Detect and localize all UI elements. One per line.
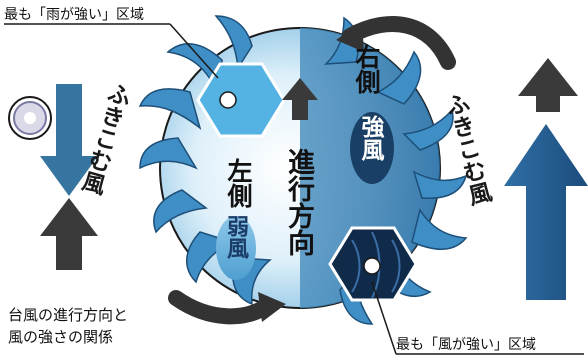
curved-arrows	[168, 16, 456, 325]
wind-zone-hexagon	[328, 226, 418, 302]
direction-arrow	[282, 78, 318, 120]
left-side-label: 左側	[224, 158, 253, 208]
weak-wind-oval	[216, 216, 256, 280]
caption-line-2: 風の強さの関係	[8, 328, 114, 346]
strong-wind-oval	[350, 112, 394, 184]
wind-callout-leader	[371, 281, 397, 355]
rain-callout-leader	[169, 23, 219, 79]
diagram-caption: 台風の進行方向と 風の強さの関係	[8, 304, 178, 348]
rain-zone-callout: 最も「雨が強い」区域	[4, 7, 144, 23]
caption-line-1: 台風の進行方向と	[8, 306, 129, 324]
right-arrow-pair	[504, 58, 588, 300]
right-side-label: 右側	[352, 44, 381, 94]
satellite-icon	[8, 96, 52, 140]
wind-zone-callout: 最も「風が強い」区域	[396, 337, 536, 353]
left-arrow-pair	[8, 84, 98, 270]
weak-wind-label: 弱風	[223, 215, 248, 259]
direction-label: 進行方向	[283, 148, 314, 256]
strong-wind-label: 強風	[357, 115, 383, 161]
